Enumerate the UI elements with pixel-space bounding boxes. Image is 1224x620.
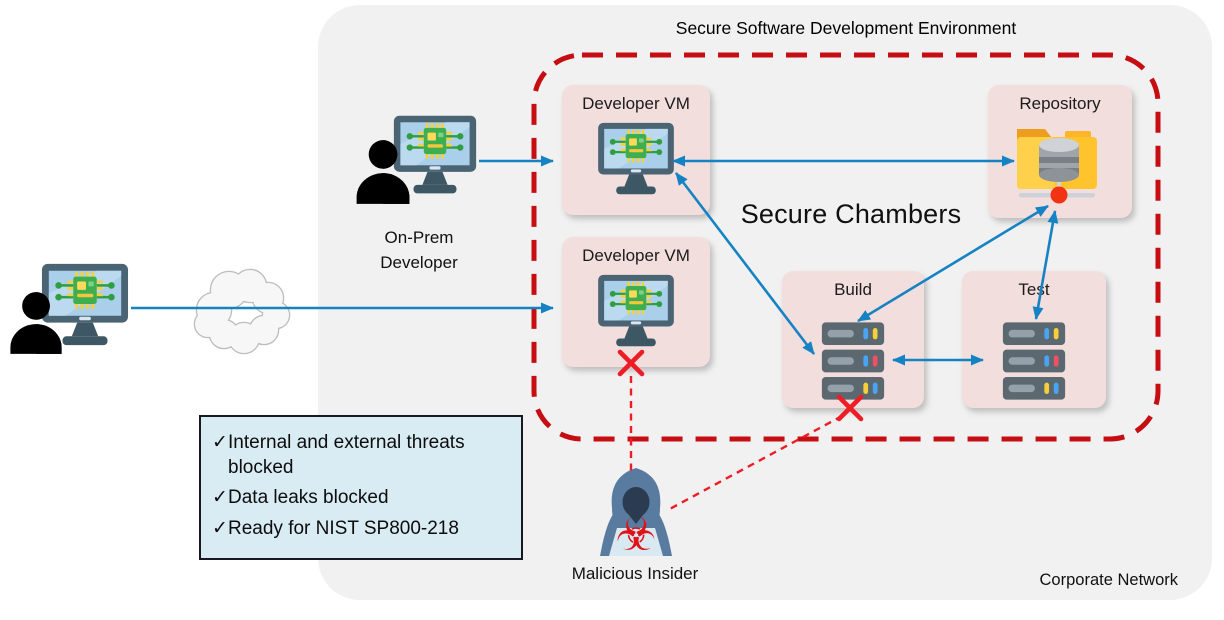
- checkmark-icon: ✓: [212, 518, 228, 540]
- person-icon: .op .head-l{fill:#f5bd8b}.op .head-r{fil…: [356, 140, 410, 204]
- build-label: Build: [834, 280, 872, 299]
- server-stack-icon: [821, 322, 885, 400]
- callout-item: ✓ Internal and external threats blocked: [212, 431, 510, 480]
- environment-title: Secure Software Development Environment: [675, 18, 1017, 38]
- biohazard-icon: ☣: [615, 507, 656, 561]
- secure-chambers-label: Secure Chambers: [740, 199, 962, 229]
- on-prem-developer-label: On-Prem Developer: [380, 228, 458, 272]
- network-node-dot: [1050, 186, 1068, 204]
- callout-item: ✓ Ready for NIST SP800-218: [212, 517, 510, 542]
- node-test: Test: [962, 271, 1106, 408]
- callout-item-text: Ready for NIST SP800-218: [228, 518, 459, 540]
- node-developer-vm-2: Developer VM: [562, 237, 710, 367]
- developer-vm-2-label: Developer VM: [582, 246, 690, 265]
- node-repository: Repository: [988, 85, 1132, 218]
- benefits-callout: ✓ Internal and external threats blocked …: [199, 415, 523, 560]
- hooded-insider-icon: ☣: [600, 468, 672, 561]
- callout-item-text: Internal and external threats blocked: [228, 432, 465, 478]
- cloud-icon: [193, 268, 291, 355]
- person-icon: .ex .head-l{fill:#f5bd8b}.ex .head-r{fil…: [10, 292, 62, 354]
- callout-item: ✓ Data leaks blocked: [212, 486, 510, 511]
- node-build: Build: [782, 271, 924, 408]
- folder-database-icon: [1017, 129, 1097, 204]
- malicious-insider-label: Malicious Insider: [571, 564, 699, 583]
- server-stack-icon: [1002, 322, 1066, 400]
- monitor-chip-icon: [597, 273, 675, 348]
- test-label: Test: [1018, 280, 1050, 299]
- corporate-network-label: Corporate Network: [1039, 571, 1178, 589]
- checkmark-icon: ✓: [212, 432, 228, 453]
- checkmark-icon: ✓: [212, 487, 228, 509]
- developer-vm-1-label: Developer VM: [582, 94, 690, 113]
- monitor-chip-icon: [597, 121, 675, 196]
- node-developer-vm-1: Developer VM: [562, 85, 710, 215]
- callout-item-text: Data leaks blocked: [228, 487, 389, 509]
